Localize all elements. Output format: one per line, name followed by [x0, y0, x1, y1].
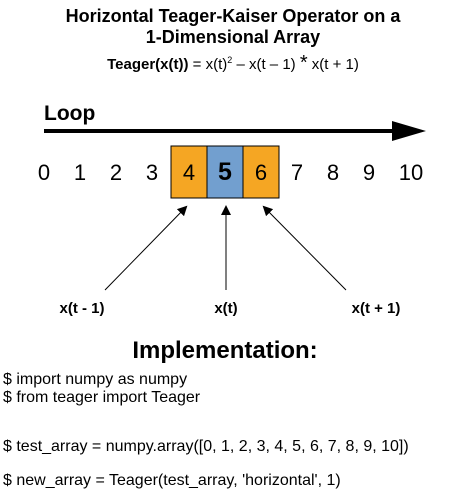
array-number-9: 9 — [363, 160, 375, 185]
array-number-4: 4 — [183, 160, 195, 185]
array-number-8: 8 — [327, 160, 339, 185]
cell-left-neighbor — [170, 145, 208, 199]
pointer-arrow-right — [262, 205, 347, 291]
implementation-heading: Implementation: — [132, 337, 318, 364]
label-x-t: x(t) — [214, 300, 237, 317]
cell-right-neighbor — [242, 145, 280, 199]
label-x-t-plus-1: x(t + 1) — [352, 300, 401, 317]
code-line-import-teager: $ from teager import Teager — [3, 389, 201, 406]
formula-multiply-symbol: * — [299, 52, 308, 74]
formula-body-a: = x(t) — [188, 56, 228, 73]
array-number-1: 1 — [74, 160, 86, 185]
formula-body-c: x(t + 1) — [307, 56, 359, 73]
loop-arrow-head — [392, 121, 426, 141]
array-number-3: 3 — [146, 160, 158, 185]
array-number-2: 2 — [110, 160, 122, 185]
loop-label: Loop — [44, 102, 96, 125]
title-line-1: Horizontal Teager-Kaiser Operator on a — [65, 6, 401, 26]
array-number-6: 6 — [255, 160, 267, 185]
label-x-t-minus-1: x(t - 1) — [60, 300, 105, 317]
formula-body-b: – x(t – 1) — [232, 56, 300, 73]
array-number-10: 10 — [399, 160, 423, 185]
formula-exponent: 2 — [227, 55, 233, 65]
array-number-7: 7 — [291, 160, 303, 185]
code-line-test-array: $ test_array = numpy.array([0, 1, 2, 3, … — [3, 438, 409, 455]
pointer-arrow-left — [104, 205, 188, 291]
array-number-5: 5 — [218, 158, 232, 186]
code-line-import-numpy: $ import numpy as numpy — [3, 371, 188, 388]
teager-formula: Teager(x(t)) = x(t)2 – x(t – 1) * x(t + … — [0, 52, 466, 75]
code-line-new-array: $ new_array = Teager(test_array, 'horizo… — [3, 472, 341, 489]
title-line-2: 1-Dimensional Array — [145, 27, 321, 47]
array-number-0: 0 — [38, 160, 50, 185]
cell-center — [206, 145, 244, 199]
diagram-title: Horizontal Teager-Kaiser Operator on a 1… — [0, 6, 466, 48]
formula-label: Teager(x(t)) — [107, 56, 189, 73]
